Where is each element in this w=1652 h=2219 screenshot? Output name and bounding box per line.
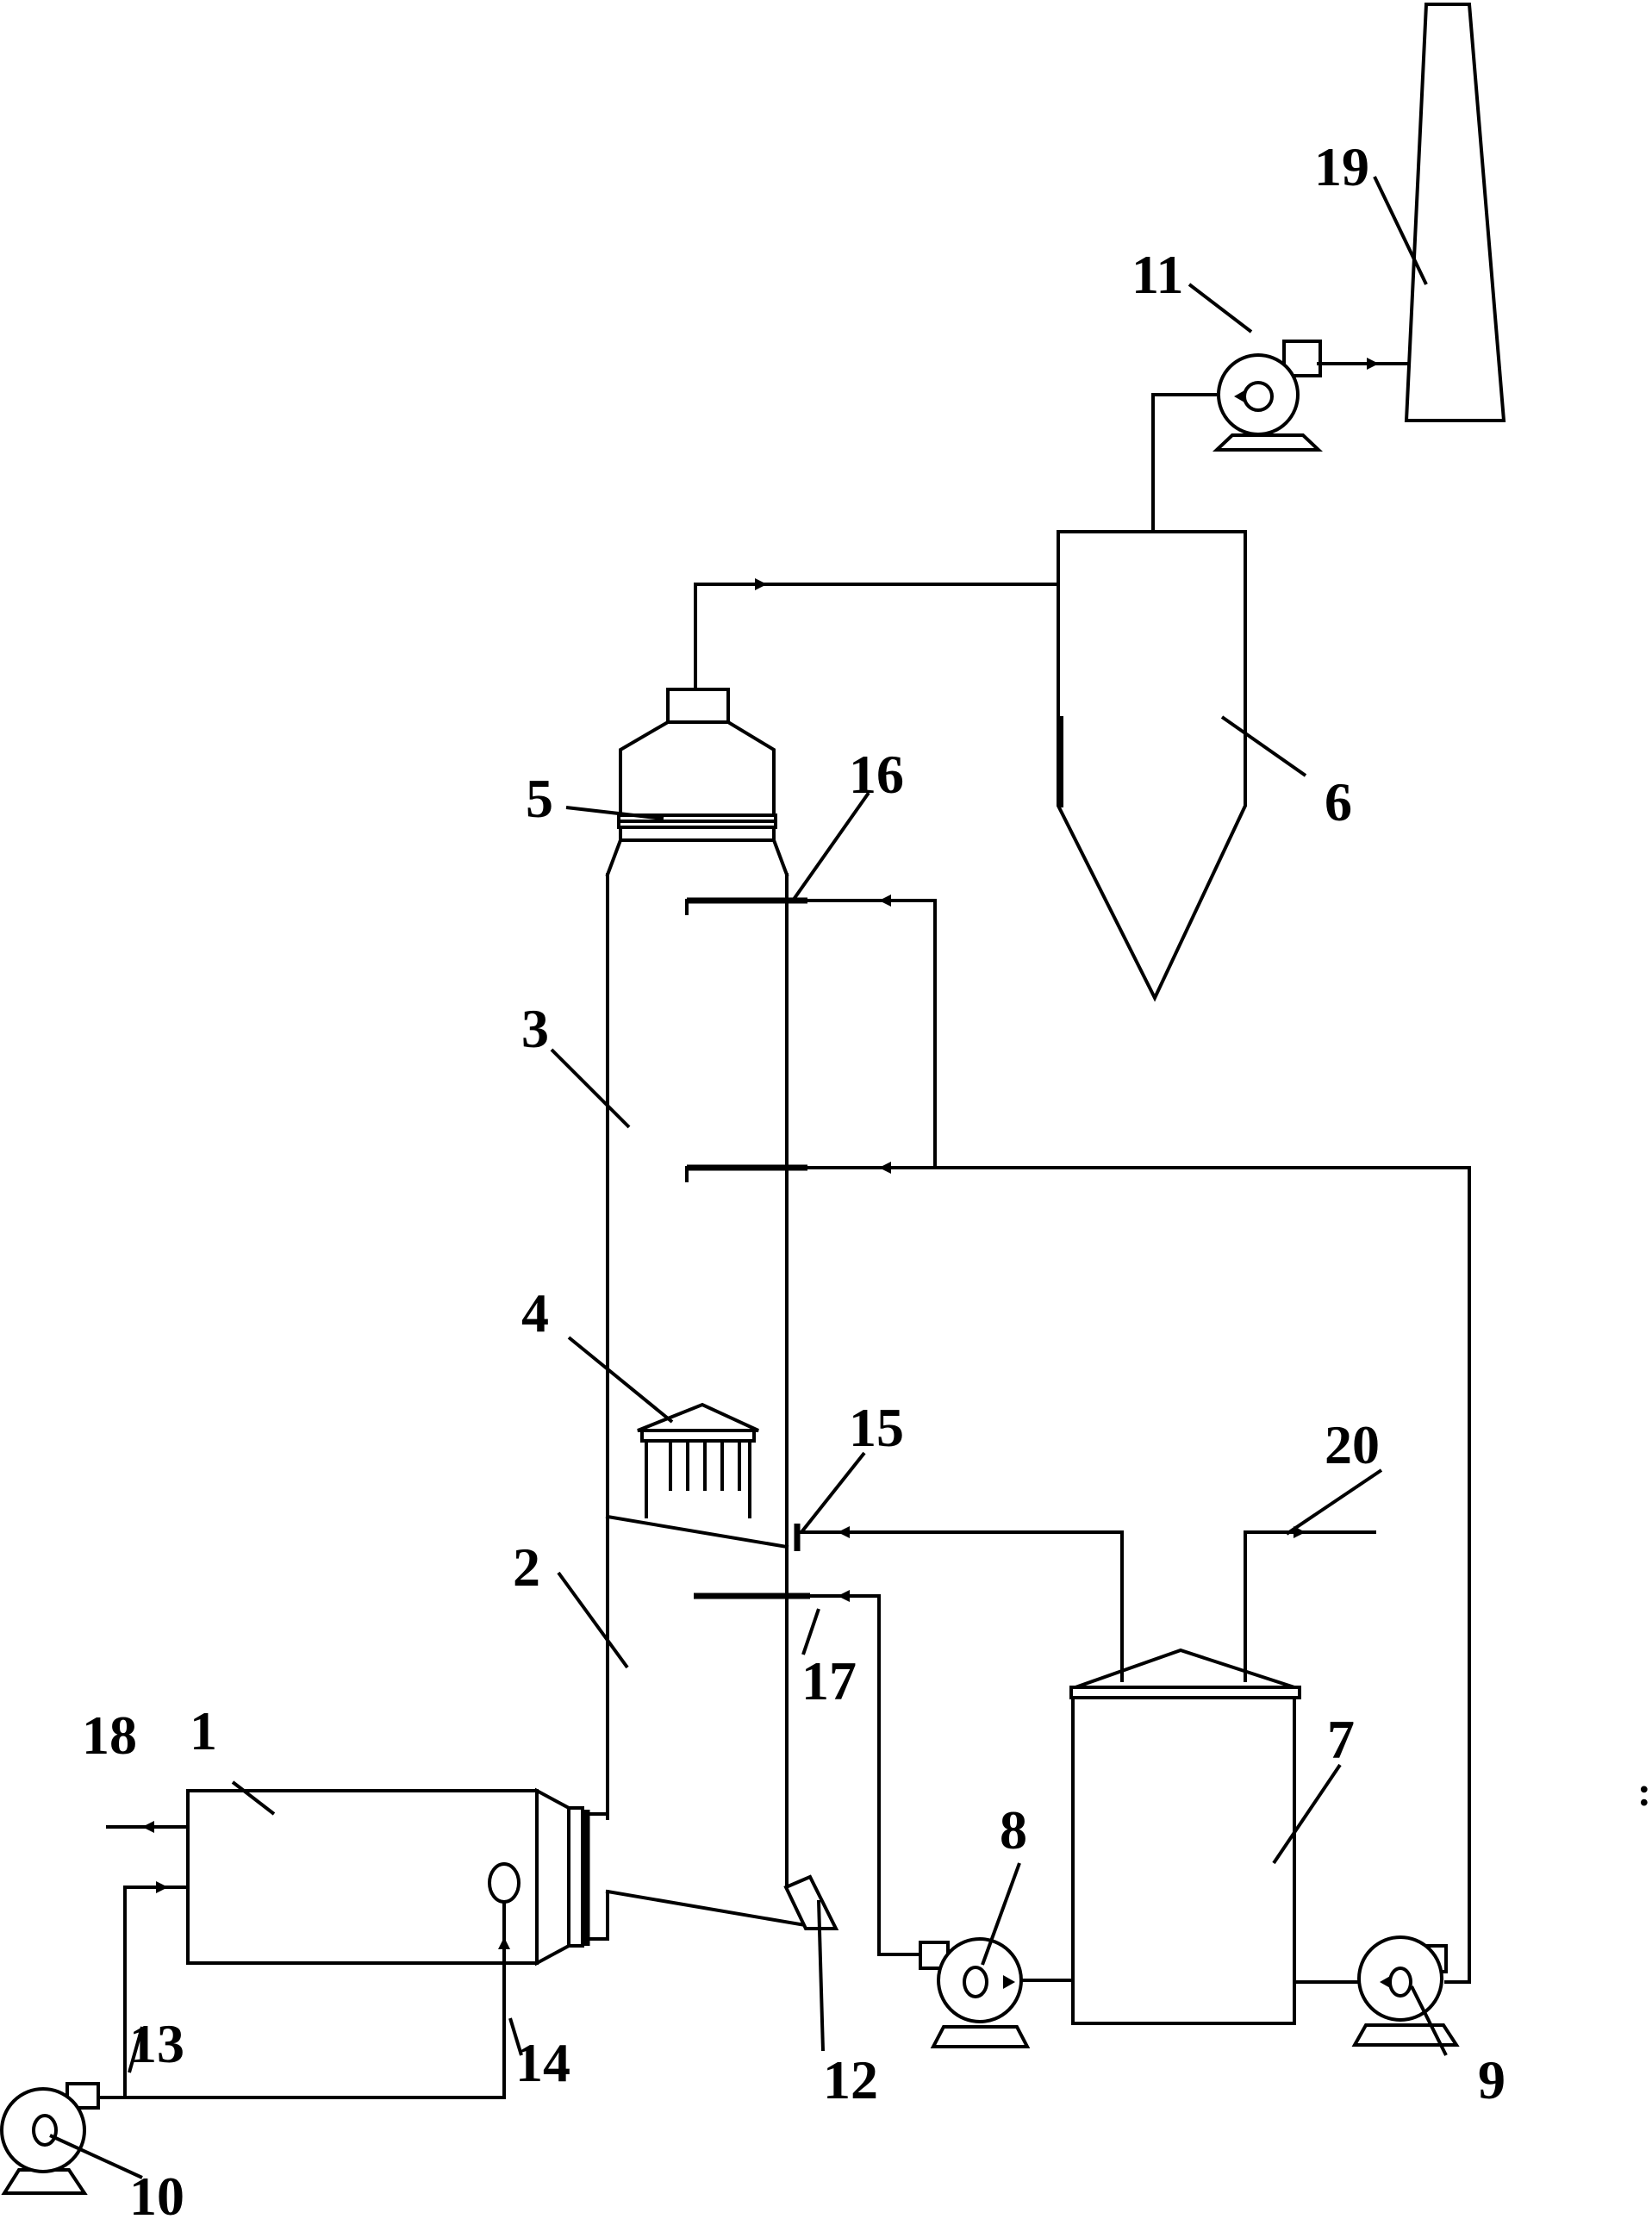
chimney-stack [1404,3,1506,422]
label-5: 5 [526,768,553,829]
label-17: 17 [801,1650,857,1711]
circulation-pump-8 [919,1937,1031,2048]
label-1: 1 [190,1700,217,1761]
label-13: 13 [129,2013,184,2074]
label-2: 2 [513,1536,540,1598]
edge-mark: : [1637,1769,1651,1815]
label-3: 3 [521,998,549,1059]
label-19: 19 [1314,136,1369,197]
label-6: 6 [1325,771,1352,832]
drain-outlet [783,1874,839,1930]
label-14: 14 [515,2032,570,2093]
absorption-tower [605,688,813,1929]
label-4: 4 [521,1282,549,1343]
circulation-pump-9 [1351,1935,1460,2047]
rotary-kiln [186,1787,609,1967]
slurry-tank [1069,1648,1301,2025]
component-labels: 19 11 6 5 16 3 4 15 20 2 17 7 8 18 1 13 … [82,136,1651,2219]
leader-lines [49,176,1448,2179]
label-8: 8 [1000,1799,1027,1861]
induced-draft-fan [1212,340,1324,452]
cyclone-separator [1057,530,1247,1002]
label-18: 18 [82,1705,137,1766]
label-12: 12 [823,2049,878,2110]
label-15: 15 [849,1397,904,1458]
gas-distributor-hood [637,1402,759,1518]
label-20: 20 [1325,1414,1380,1475]
label-16: 16 [849,744,904,805]
label-10: 10 [129,2166,184,2219]
label-7: 7 [1327,1709,1355,1770]
label-9: 9 [1478,2049,1506,2110]
label-11: 11 [1131,244,1183,305]
blower-fan [0,2082,100,2195]
piping [97,358,1471,2099]
